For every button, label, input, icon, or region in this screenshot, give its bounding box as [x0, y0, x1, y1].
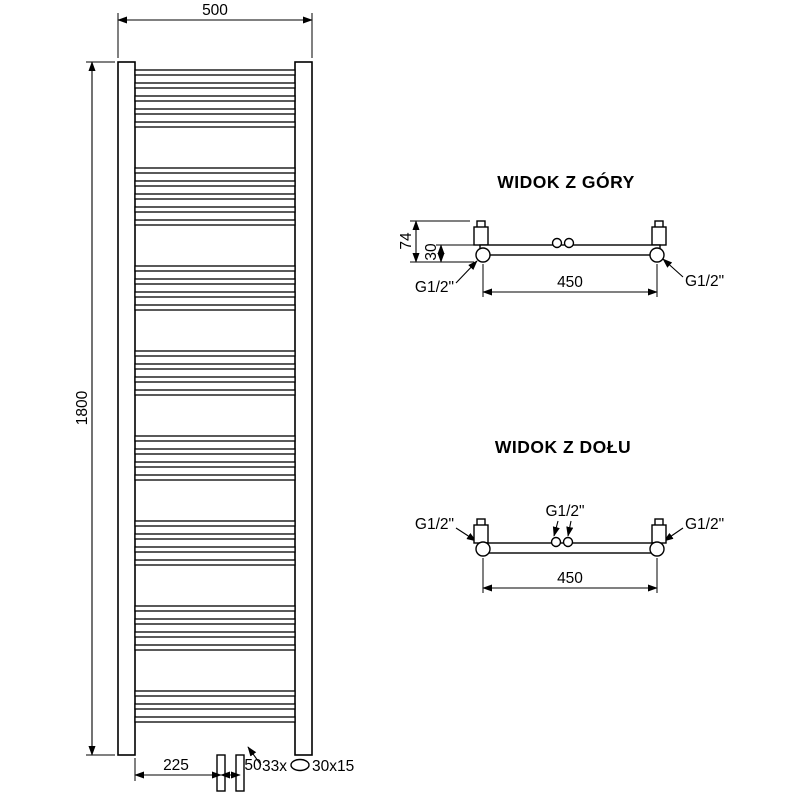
radiator-rung — [134, 690, 296, 697]
dimension-text-pipe-spacing: 50 — [244, 757, 262, 774]
center-connection-right — [562, 536, 574, 548]
fitting-label-left-bottom: G1/2" — [415, 516, 477, 542]
fitting-text-center: G1/2" — [545, 503, 584, 520]
dimension-pipe-spacing: 50 — [220, 757, 262, 779]
dimension-text-inset: 30 — [423, 243, 440, 261]
radiator-rung — [134, 82, 296, 89]
radiator-rung — [134, 644, 296, 651]
valve-body-left — [473, 524, 489, 544]
bottom-view-title: WIDOK Z DOŁU — [495, 437, 631, 457]
top-view: WIDOK Z GÓRY 74 30 — [398, 171, 724, 297]
leader-line — [662, 258, 684, 278]
fitting-label-right-bottom: G1/2" — [663, 516, 724, 542]
fitting-text-left: G1/2" — [415, 516, 454, 533]
fitting-label-center: G1/2" — [545, 503, 585, 537]
radiator-rung — [134, 631, 296, 638]
mounting-bracket-right — [563, 237, 575, 249]
fitting-label-left: G1/2" — [415, 260, 478, 296]
radiator-rung — [134, 95, 296, 102]
radiator-rung — [134, 304, 296, 311]
rung-profile-text: 30x15 — [312, 758, 354, 775]
dimension-text-span-top: 450 — [557, 274, 583, 291]
radiator-rung — [134, 108, 296, 115]
radiator-rung — [134, 546, 296, 553]
fitting-text-right: G1/2" — [685, 516, 724, 533]
rung-group — [134, 69, 296, 723]
dimension-width: 500 — [117, 2, 313, 58]
fitting-text-right: G1/2" — [685, 273, 724, 290]
dimension-text-bottom-offset: 225 — [163, 757, 189, 774]
dimension-span-top: 450 — [482, 264, 658, 297]
dimension-text-span-bottom: 450 — [557, 570, 583, 587]
connection-right — [649, 541, 665, 557]
radiator-rung — [134, 193, 296, 200]
radiator-rung — [134, 206, 296, 213]
radiator-rung — [134, 435, 296, 442]
radiator-rung — [134, 278, 296, 285]
radiator-rung — [134, 520, 296, 527]
dimension-bottom-offset: 225 — [134, 757, 222, 781]
top-view-title: WIDOK Z GÓRY — [497, 171, 635, 192]
valve-body-right — [651, 226, 667, 246]
valve-body-right — [651, 524, 667, 544]
leader-line — [455, 260, 478, 284]
radiator-rung — [134, 69, 296, 76]
leader-line — [663, 527, 684, 542]
radiator-rung — [134, 703, 296, 710]
connection-right — [649, 247, 665, 263]
connection-left — [475, 541, 491, 557]
rung-count-text: 33x — [262, 758, 287, 775]
mounting-bracket-left — [551, 237, 563, 249]
radiator-rung — [134, 559, 296, 566]
radiator-rung — [134, 533, 296, 540]
radiator-rung — [134, 350, 296, 357]
radiator-rung — [134, 461, 296, 468]
valve-body-left — [473, 226, 489, 246]
radiator-rung — [134, 474, 296, 481]
connection-left — [475, 247, 491, 263]
radiator-rung — [134, 219, 296, 226]
radiator-rung — [134, 363, 296, 370]
radiator-rung — [134, 180, 296, 187]
leader-line — [552, 520, 560, 537]
leader-line — [455, 527, 477, 542]
radiator-left-rail — [117, 61, 136, 756]
bottom-view-body — [473, 518, 667, 557]
dimension-inset: 30 — [423, 243, 476, 263]
radiator-rung — [134, 716, 296, 723]
front-view: 500 1800 225 50 33x — [74, 2, 354, 792]
bottom-view: WIDOK Z DOŁU G1/2" G1/2" G1/2" — [415, 437, 724, 593]
dimension-span-bottom: 450 — [482, 558, 658, 593]
radiator-rung — [134, 448, 296, 455]
dimension-height: 1800 — [74, 61, 115, 756]
radiator-rung — [134, 265, 296, 272]
radiator-rung — [134, 167, 296, 174]
fitting-label-right: G1/2" — [662, 258, 724, 290]
leader-line — [247, 746, 262, 766]
dimension-text-width: 500 — [202, 2, 228, 19]
oval-profile-icon — [290, 758, 310, 772]
bottom-pipe-right — [235, 754, 245, 792]
radiator-rung — [134, 291, 296, 298]
fitting-text-left: G1/2" — [415, 279, 454, 296]
dimension-text-depth: 74 — [398, 232, 415, 250]
radiator-rung — [134, 376, 296, 383]
leader-line — [566, 520, 574, 537]
radiator-rung — [134, 605, 296, 612]
radiator-rung — [134, 389, 296, 396]
radiator-right-rail — [294, 61, 313, 756]
radiator-rung — [134, 121, 296, 128]
bottom-pipe-left — [216, 754, 226, 792]
top-view-body — [473, 220, 667, 263]
center-connection-left — [550, 536, 562, 548]
dimension-text-height: 1800 — [74, 390, 91, 425]
radiator-rung — [134, 618, 296, 625]
rung-annotation: 33x 30x15 — [247, 746, 354, 775]
